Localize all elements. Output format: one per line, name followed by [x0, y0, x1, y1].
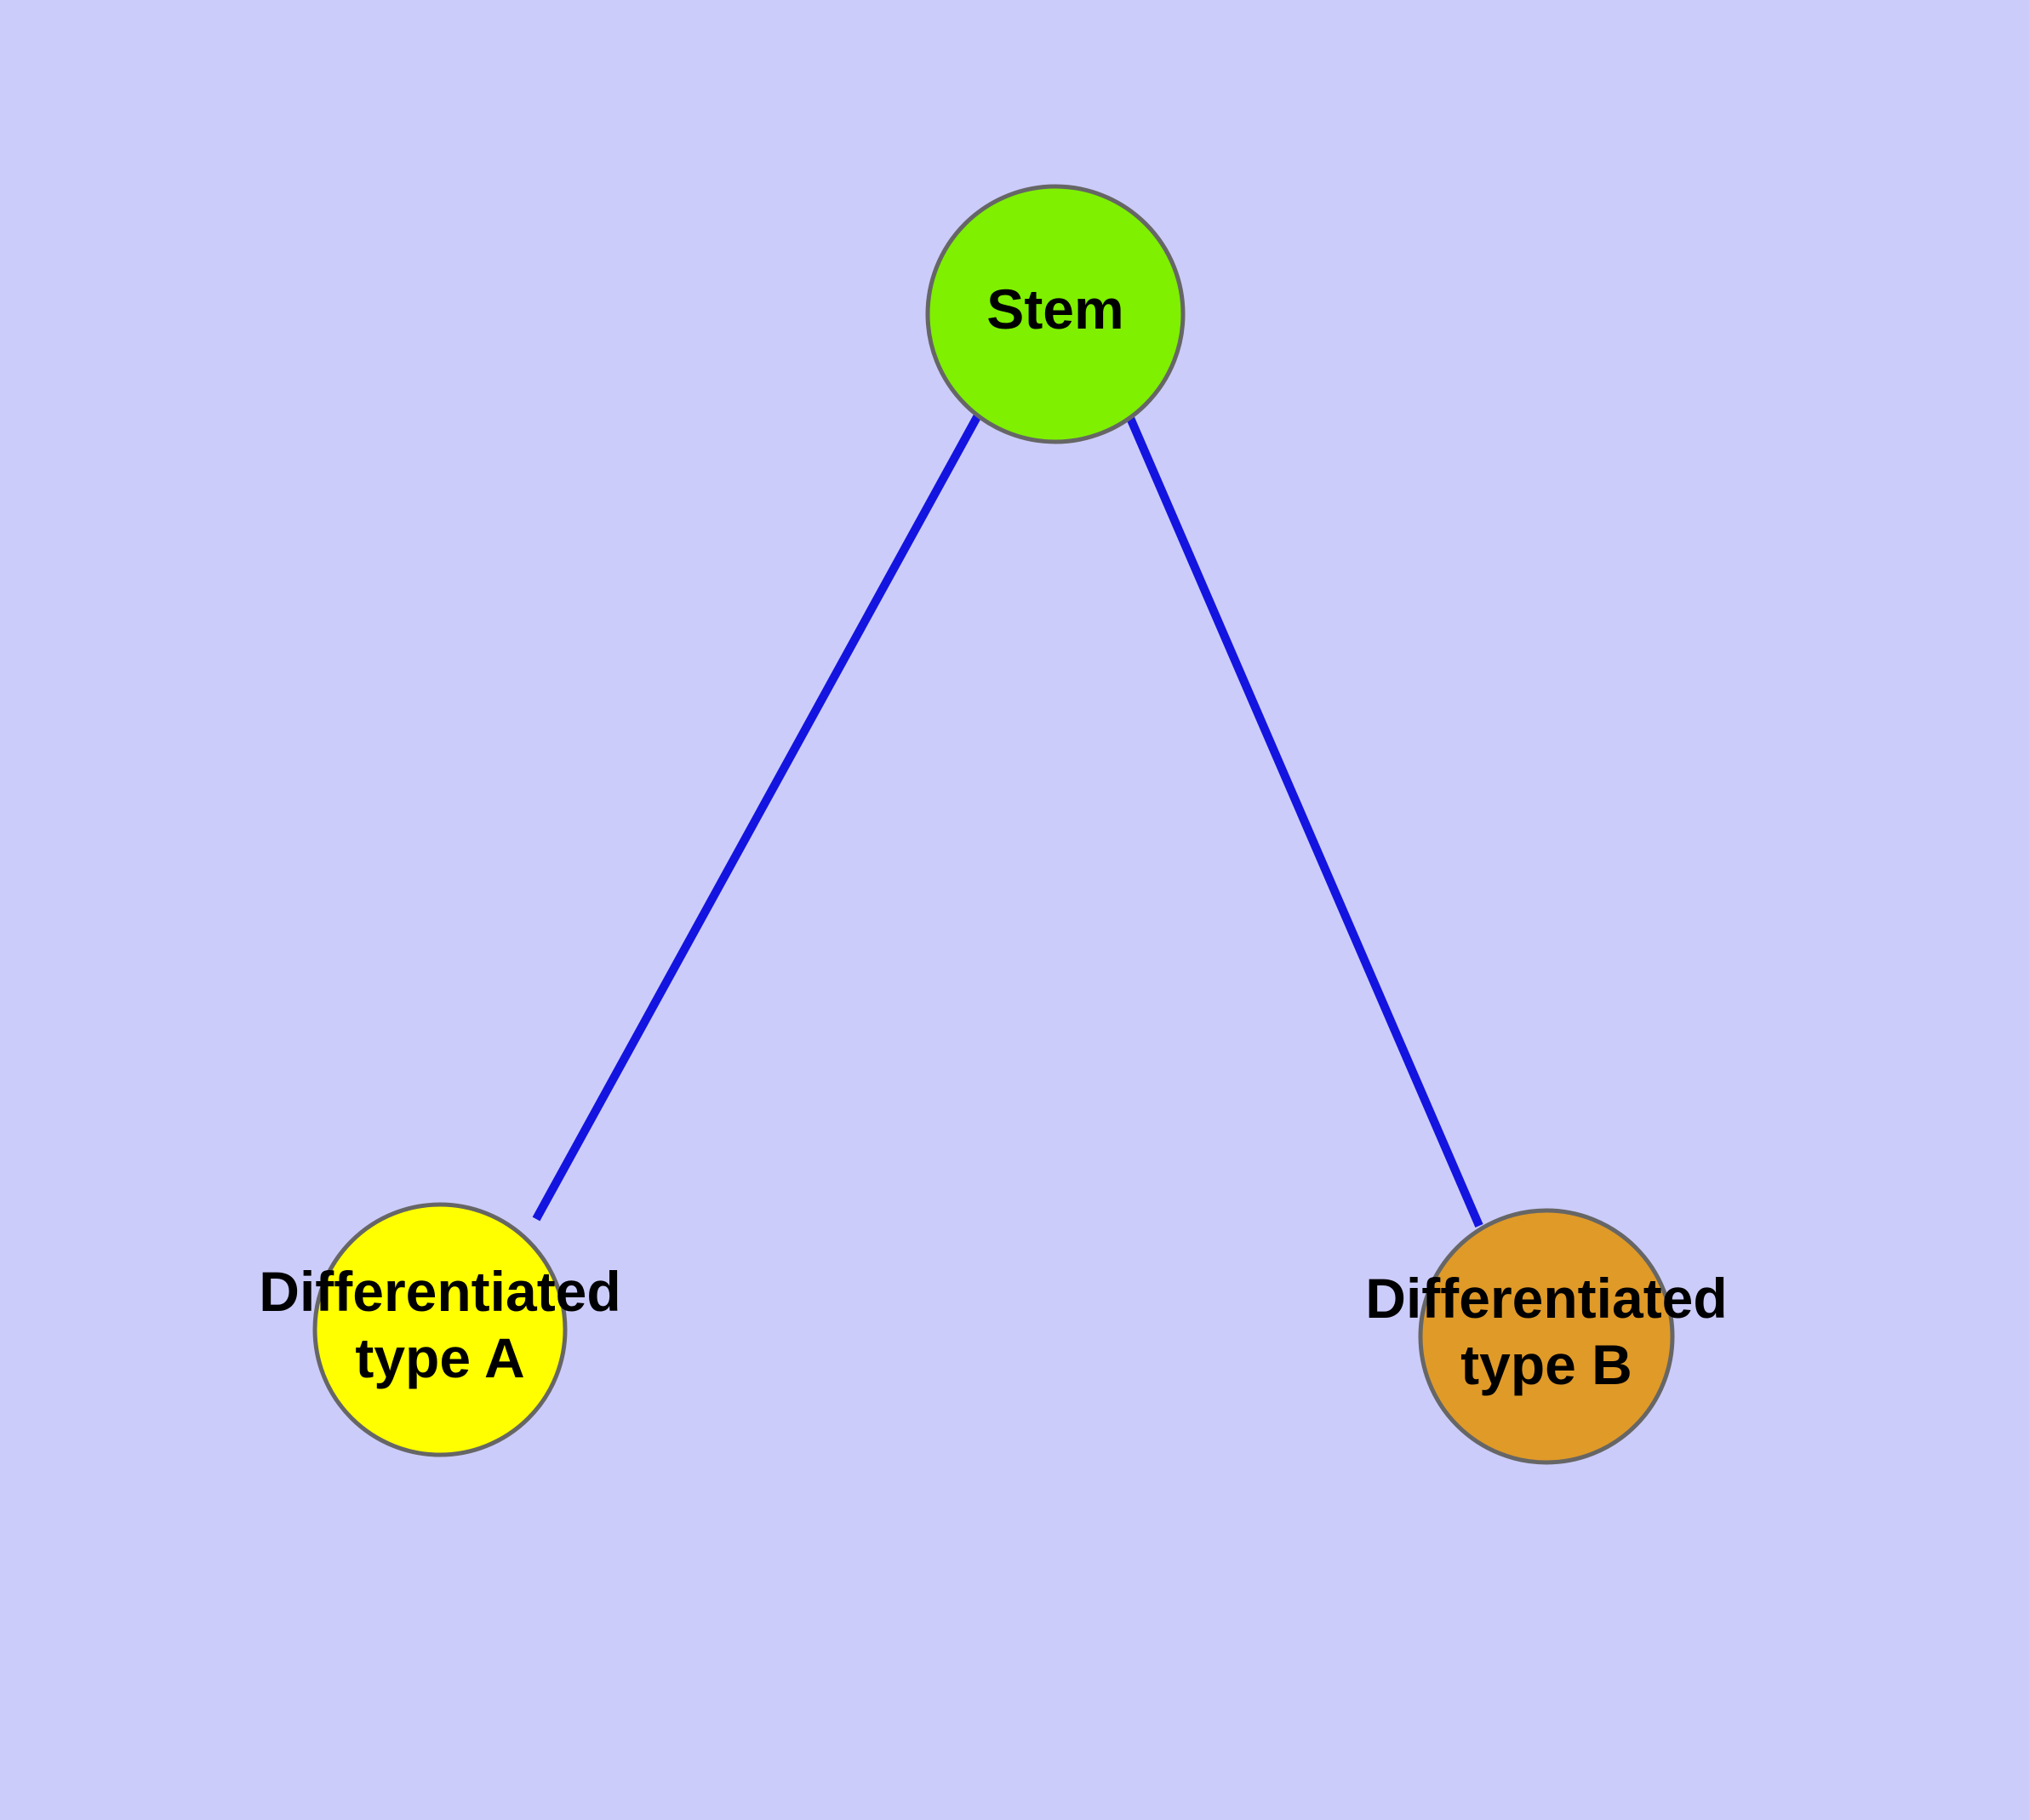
node-differentiated-type-b[interactable] — [1418, 1208, 1675, 1465]
edge-layer — [532, 410, 1483, 1228]
edge-stem-to-differentiated-type-b[interactable] — [1123, 410, 1483, 1228]
node-differentiated-type-a[interactable] — [312, 1202, 568, 1457]
node-label-stem: Stem — [986, 278, 1123, 341]
node-layer — [312, 184, 1675, 1465]
edge-stem-to-differentiated-type-a[interactable] — [532, 413, 982, 1222]
node-stem[interactable] — [925, 184, 1186, 444]
